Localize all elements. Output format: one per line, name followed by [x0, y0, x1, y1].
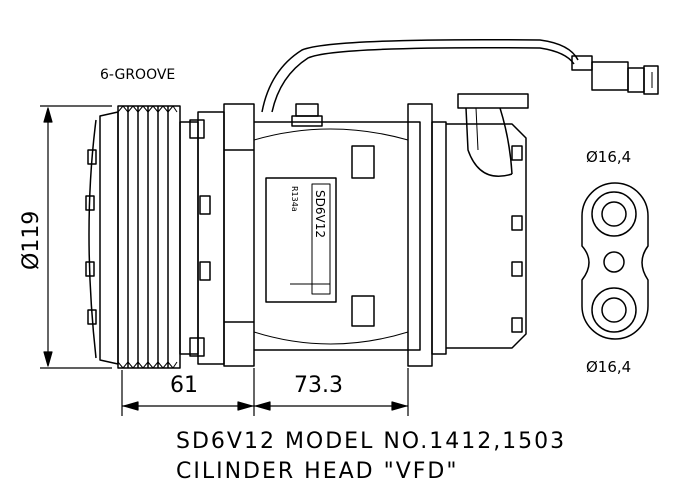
diameter-label: Ø119: [19, 211, 44, 270]
caption-line-2: CILINDER HEAD "VFD": [176, 459, 458, 484]
caption-line-1: SD6V12 MODEL NO.1412,1503: [176, 429, 566, 454]
clutch-cable: [261, 38, 659, 113]
front-flange: [179, 103, 255, 367]
groove-label: 6-GROOVE: [100, 67, 175, 83]
body-refrigerant-label: R134a: [290, 186, 299, 212]
rear-head: [407, 93, 529, 367]
dimension-lines: [40, 105, 409, 416]
compressor-body: [253, 103, 421, 351]
port-top-label: Ø16,4: [586, 148, 631, 166]
body-model-label: SD6V12: [313, 190, 327, 238]
port-detail: [581, 182, 649, 340]
port-bottom-label: Ø16,4: [586, 358, 631, 376]
pulley: [85, 105, 181, 369]
dim-left-label: 61: [170, 373, 198, 398]
dim-right-label: 73.3: [294, 373, 343, 398]
label-plate: [265, 177, 337, 303]
